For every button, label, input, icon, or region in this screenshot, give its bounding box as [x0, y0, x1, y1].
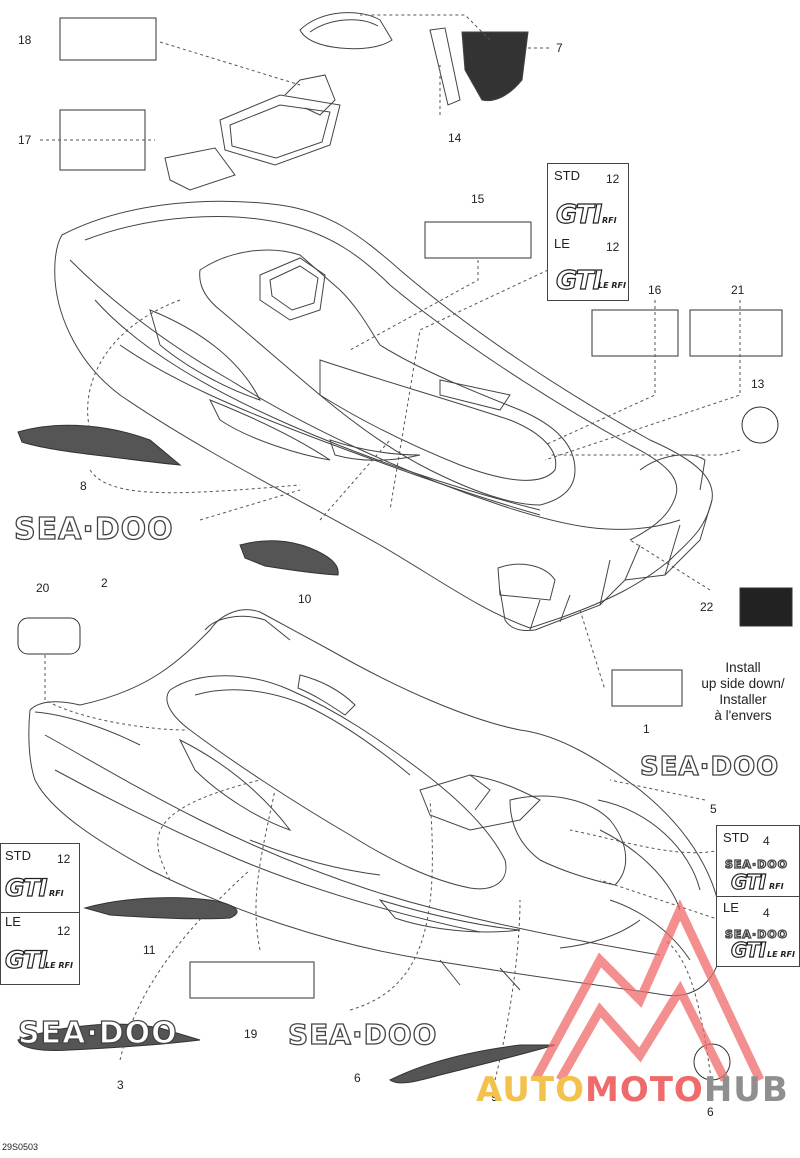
diagram-reference-code: 29S0503 — [2, 1142, 39, 1152]
le-rfi-tag: LE RFI — [598, 281, 626, 290]
install-upside-down-note: Install up side down/ Installer à l'enve… — [688, 660, 798, 724]
spec-le-qty: 4 — [763, 906, 770, 920]
le-rfi-tag: LE RFI — [767, 950, 795, 959]
callout-22: 22 — [700, 600, 714, 614]
callout-15: 15 — [471, 192, 485, 206]
lower-hull-top-view — [28, 609, 723, 997]
spec-le-label: LE — [554, 236, 570, 251]
callout-9: 9 — [491, 1090, 498, 1104]
leader-lines — [40, 14, 741, 1086]
storage-bin — [164, 74, 341, 191]
callout-19: 19 — [244, 1027, 258, 1041]
spec-le-qty: 12 — [606, 240, 620, 254]
watermark-emblem — [531, 899, 765, 1083]
callout-6-right: 6 — [707, 1105, 714, 1119]
watermark-part-hub: HUB — [703, 1070, 789, 1110]
seadoo-decal-6: SEA·DOO — [287, 1017, 438, 1051]
gti-logo: GTI — [4, 873, 48, 902]
install-note-line3: Installer — [719, 692, 767, 707]
rfi-tag: RFI — [49, 889, 64, 898]
rfi-tag: RFI — [769, 882, 784, 891]
automotohub-watermark: AUTOMOTOHUB — [476, 1070, 789, 1110]
spec-std-qty: 4 — [763, 834, 770, 848]
callout-21: 21 — [731, 283, 745, 297]
gti-le-logo: GTI — [4, 945, 48, 974]
callout-5: 5 — [710, 802, 717, 816]
spec-std-label: STD — [5, 848, 31, 863]
seadoo-decal-2: SEA·DOO — [13, 511, 174, 547]
watermark-part-moto: MOTO — [584, 1070, 704, 1110]
glove-box-cover — [299, 12, 529, 106]
upper-hull-top-view — [54, 200, 713, 631]
callout-17: 17 — [18, 133, 32, 147]
seadoo-decal-5: SEA·DOO — [639, 751, 780, 782]
callout-7: 7 — [556, 41, 563, 55]
seadoo-mini-logo: SEA·DOO — [724, 857, 788, 871]
spec-box-seadoo-gti: STD 4 SEA·DOO GTI RFI LE 4 SEA·DOO GTI L… — [716, 825, 800, 967]
gti-le-logo: GTI — [555, 265, 603, 296]
callout-8: 8 — [80, 479, 87, 493]
install-note-line2: up side down/ — [701, 676, 785, 691]
decal-graphics — [17, 424, 556, 1084]
spec-std-label: STD — [554, 168, 580, 183]
rfi-tag: RFI — [602, 216, 617, 225]
callout-2: 2 — [101, 576, 108, 590]
seadoo-decal-3: SEA·DOO — [17, 1015, 178, 1051]
gti-logo: GTI — [730, 869, 766, 894]
callout-10: 10 — [298, 592, 312, 606]
spec-box-gti-lower: STD 12 GTI RFI LE 12 GTI LE RFI — [0, 843, 80, 985]
spec-le-label: LE — [5, 914, 21, 929]
callout-6-left: 6 — [354, 1071, 361, 1085]
watermark-part-auto: AUTO — [476, 1070, 585, 1110]
callout-14: 14 — [448, 131, 462, 145]
callout-13: 13 — [751, 377, 765, 391]
gti-logo: GTI — [555, 199, 603, 230]
spec-le-label: LE — [723, 900, 739, 915]
spec-std-qty: 12 — [57, 852, 71, 866]
install-note-line1: Install — [725, 660, 761, 675]
callout-1: 1 — [643, 722, 650, 736]
seadoo-mini-logo: SEA·DOO — [724, 927, 788, 941]
gti-le-logo: GTI — [730, 937, 766, 962]
spec-box-gti-upper: STD 12 GTI RFI LE 12 GTI LE RFI — [547, 163, 629, 301]
le-rfi-tag: LE RFI — [45, 961, 73, 970]
spec-le-qty: 12 — [57, 924, 71, 938]
spec-std-qty: 12 — [606, 172, 620, 186]
callout-18: 18 — [18, 33, 32, 47]
callout-16: 16 — [648, 283, 662, 297]
spec-std-label: STD — [723, 830, 749, 845]
callout-11: 11 — [143, 943, 156, 957]
callout-3: 3 — [117, 1078, 124, 1092]
install-note-line4: à l'envers — [714, 708, 772, 723]
callout-20: 20 — [36, 581, 50, 595]
